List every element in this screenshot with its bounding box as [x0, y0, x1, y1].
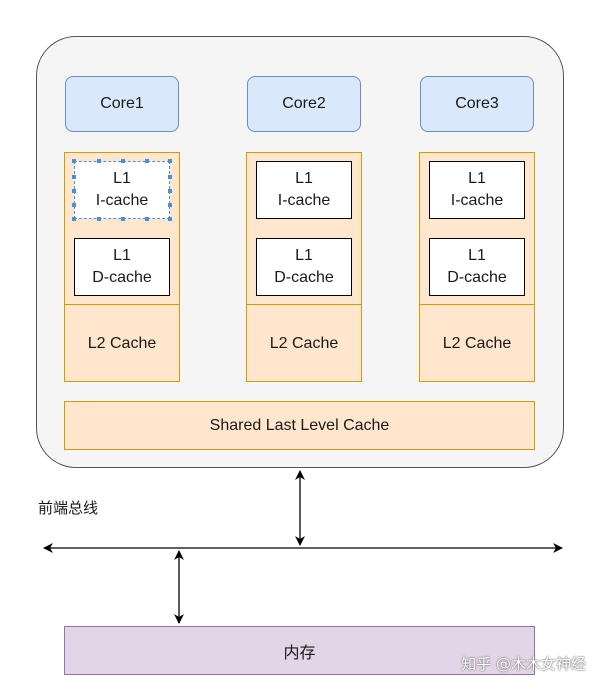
resize-handle[interactable] — [168, 189, 172, 193]
core-3-l2-cache[interactable]: L2 Cache — [420, 305, 534, 383]
shared-last-level-cache[interactable]: Shared Last Level Cache — [64, 401, 535, 450]
core-1-label: Core1 — [100, 95, 144, 112]
core-3-label: Core3 — [455, 95, 499, 112]
resize-handle[interactable] — [72, 203, 76, 207]
resize-handle[interactable] — [97, 159, 101, 163]
core-2-l1-icache[interactable]: L1 I-cache — [256, 161, 352, 219]
core-3-l1-icache[interactable]: L1 I-cache — [429, 161, 525, 219]
core-2-l1-dcache[interactable]: L1 D-cache — [256, 238, 352, 296]
core-1-l1i-level: L1 — [113, 170, 131, 187]
core-2-cache-column: L1 I-cache L1 D-cache L2 Cache — [246, 152, 362, 382]
shared-cache-label: Shared Last Level Cache — [209, 416, 390, 434]
core-1[interactable]: Core1 — [65, 76, 179, 132]
core-3-l1i-type: I-cache — [450, 192, 504, 209]
resize-handle[interactable] — [168, 175, 172, 179]
core-1-l1i-type: I-cache — [95, 192, 149, 209]
zhihu-watermark: 知乎 @木木女神经 — [461, 655, 586, 673]
core-2-l1i-level: L1 — [295, 170, 313, 187]
resize-handle[interactable] — [121, 159, 125, 163]
core-3-cache-column: L1 I-cache L1 D-cache L2 Cache — [419, 152, 535, 382]
core-1-l1-dcache[interactable]: L1 D-cache — [74, 238, 170, 296]
core-1-cache-column: L1 I-cache L1 D-cache L2 Cache — [64, 152, 180, 382]
core-3[interactable]: Core3 — [420, 76, 534, 132]
resize-handle[interactable] — [72, 159, 76, 163]
core-3-l1-dcache[interactable]: L1 D-cache — [429, 238, 525, 296]
resize-handle[interactable] — [145, 159, 149, 163]
core-1-l2-label: L2 Cache — [87, 335, 157, 352]
resize-handle[interactable] — [97, 217, 101, 221]
core-1-l1d-level: L1 — [113, 247, 131, 264]
core-3-l1-zone — [420, 153, 534, 305]
front-side-bus-label: 前端总线 — [38, 499, 99, 517]
core-1-l1d-type: D-cache — [92, 269, 152, 286]
main-memory[interactable]: 内存 — [64, 626, 535, 675]
resize-handle[interactable] — [168, 203, 172, 207]
resize-handle[interactable] — [72, 217, 76, 221]
core-3-l1d-type: D-cache — [447, 269, 507, 286]
core-2-l1i-type: I-cache — [277, 192, 331, 209]
core-1-l2-cache[interactable]: L2 Cache — [65, 305, 179, 383]
core-1-l1-zone — [65, 153, 179, 305]
resize-handle[interactable] — [168, 217, 172, 221]
core-2-label: Core2 — [282, 95, 326, 112]
core-1-l1-icache[interactable]: L1 I-cache — [72, 159, 172, 221]
core-2-l2-label: L2 Cache — [269, 335, 339, 352]
resize-handle[interactable] — [168, 159, 172, 163]
core-2-l1d-level: L1 — [295, 247, 313, 264]
resize-handle[interactable] — [72, 189, 76, 193]
memory-label: 内存 — [283, 642, 316, 662]
resize-handle[interactable] — [72, 175, 76, 179]
core-2[interactable]: Core2 — [247, 76, 361, 132]
core-3-l2-label: L2 Cache — [442, 335, 512, 352]
core-2-l1d-type: D-cache — [274, 269, 334, 286]
core-3-l1i-level: L1 — [468, 170, 486, 187]
core-2-l1-zone — [247, 153, 361, 305]
core-3-l1d-level: L1 — [468, 247, 486, 264]
core-2-l2-cache[interactable]: L2 Cache — [247, 305, 361, 383]
resize-handle[interactable] — [121, 217, 125, 221]
resize-handle[interactable] — [145, 217, 149, 221]
